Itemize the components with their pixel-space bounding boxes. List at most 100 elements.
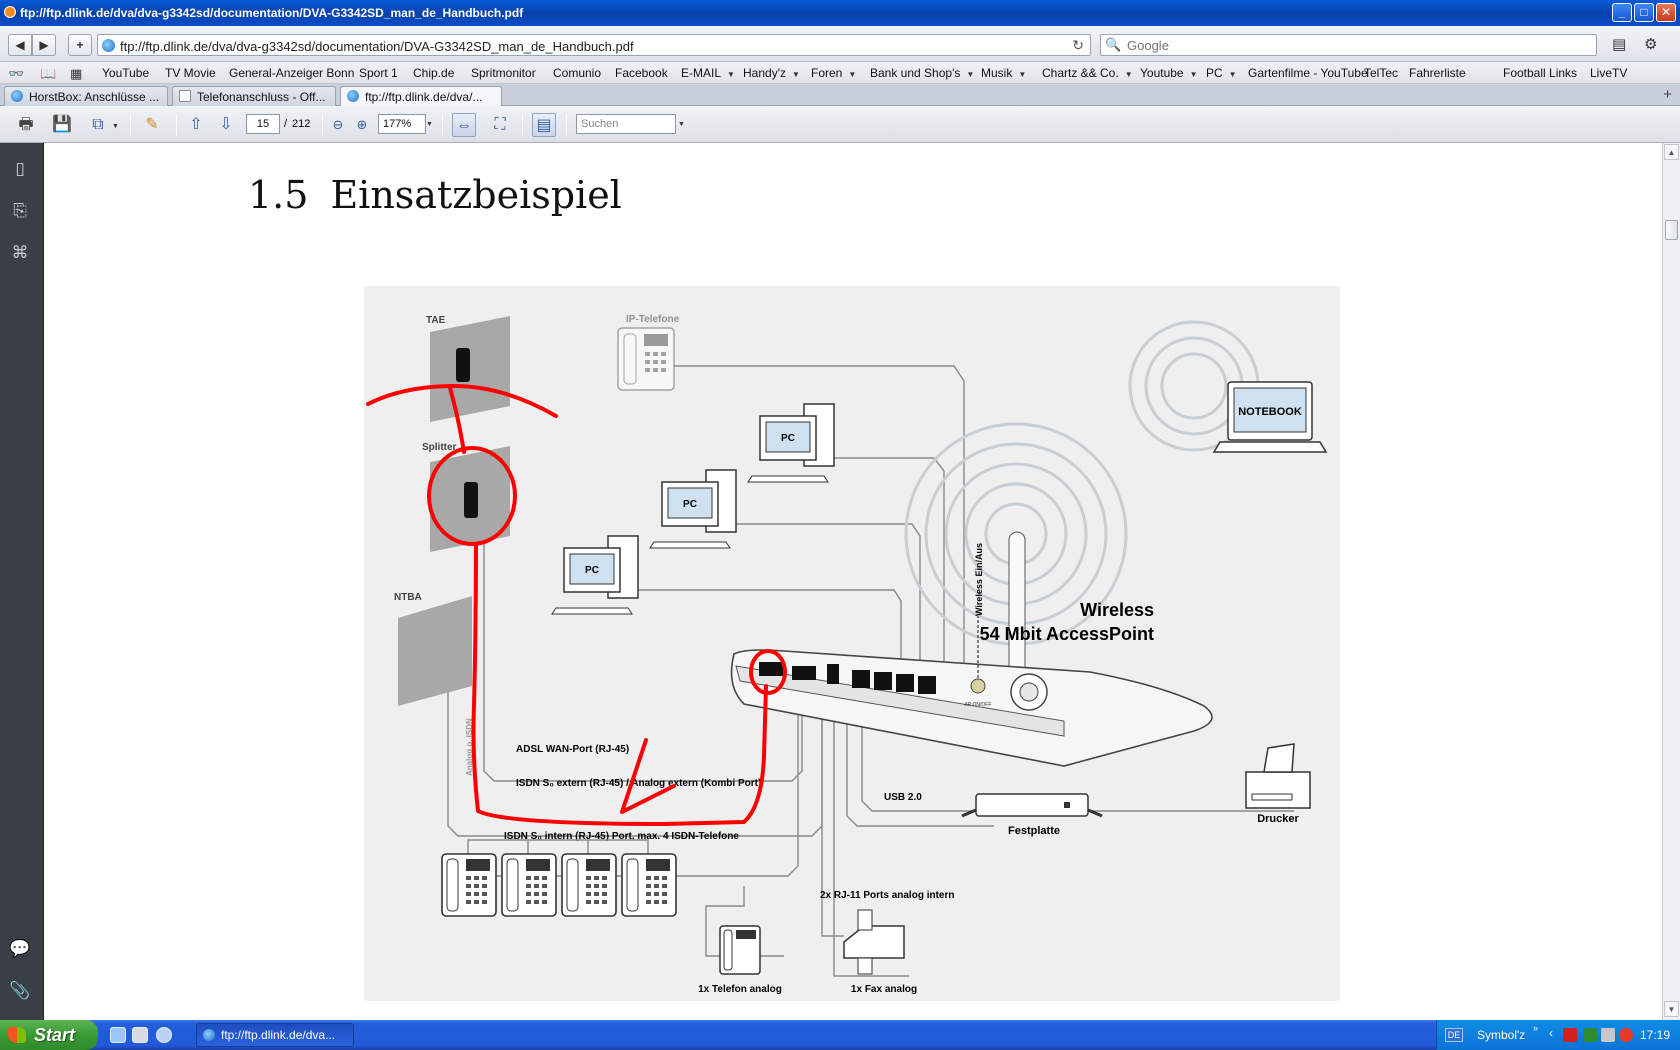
fit-width-icon[interactable]: ⇔ (452, 113, 476, 137)
bookmark-e-mail[interactable]: E-MAIL▼ (681, 65, 735, 81)
bookmark-chartz-co[interactable]: Chartz && Co.▼ (1042, 65, 1133, 81)
pages-icon[interactable]: ▯ (15, 159, 25, 178)
zoom-select[interactable]: 177% (378, 114, 426, 134)
bookmarks-icon[interactable]: ⎘ (13, 201, 27, 220)
search-bar[interactable]: 🔍 (1100, 34, 1597, 56)
page-menu-icon[interactable]: ▤ (1612, 36, 1627, 53)
bookmark-livetv[interactable]: LiveTV (1590, 65, 1627, 81)
print-icon[interactable]: 🖶 (18, 116, 34, 133)
toolbar-label[interactable]: Symbol'z (1477, 1028, 1526, 1042)
binoculars-icon[interactable]: ⌘ (11, 243, 29, 262)
bookmark-facebook[interactable]: Facebook (615, 65, 668, 81)
quicklaunch-media-icon[interactable] (156, 1027, 172, 1043)
bookmark-teltec[interactable]: TelTec (1364, 65, 1398, 81)
url-text: ftp://ftp.dlink.de/dva/dva-g3342sd/docum… (120, 39, 634, 54)
security-icon[interactable] (1601, 1028, 1615, 1042)
share-icon[interactable]: ⧉ (92, 116, 104, 133)
pdf-search-input[interactable]: Suchen (576, 114, 676, 134)
network-icon[interactable] (1583, 1028, 1597, 1042)
book-icon[interactable]: 📖 (40, 66, 57, 81)
attachment-icon[interactable]: 📎 (9, 981, 31, 1000)
scroll-thumb[interactable] (1665, 220, 1678, 240)
quicklaunch-desktop-icon[interactable] (132, 1027, 148, 1043)
next-page-icon[interactable]: ⇩ (219, 116, 233, 133)
window-title: ftp://ftp.dlink.de/dva/dva-g3342sd/docum… (20, 6, 524, 20)
bookmark-tv-movie[interactable]: TV Movie (165, 65, 216, 81)
annotation-circle-splitter (427, 446, 517, 546)
save-icon[interactable]: 💾 (52, 116, 72, 133)
zoom-in-icon[interactable]: ⊕ (356, 117, 368, 132)
bookmark-label: Sport 1 (359, 66, 398, 80)
close-button[interactable]: ✕ (1656, 3, 1676, 22)
bookmark-youtube[interactable]: Youtube▼ (1140, 65, 1198, 81)
bookmark-general-anzeiger-bonn[interactable]: General-Anzeiger Bonn (229, 65, 354, 81)
reload-icon[interactable]: ↻ (1072, 37, 1084, 53)
bookmark-comunio[interactable]: Comunio (553, 65, 601, 81)
bookmark-youtube[interactable]: YouTube (102, 65, 149, 81)
site-identity-icon[interactable] (102, 39, 115, 52)
comment-tools-icon[interactable]: ✎ (145, 116, 159, 133)
bookmark-chip-de[interactable]: Chip.de (413, 65, 454, 81)
globe-icon (203, 1029, 215, 1041)
bookmark-label: Spritmonitor (471, 66, 536, 80)
tab-pdf[interactable]: ftp://ftp.dlink.de/dva/... (340, 86, 502, 107)
bookmark-label: Youtube (1140, 66, 1184, 80)
zoom-out-icon[interactable]: ⊖ (332, 117, 344, 132)
chevron-down-icon: ▼ (1124, 70, 1133, 79)
quicklaunch-ie-icon[interactable] (110, 1027, 126, 1043)
search-dropdown-icon[interactable]: ▼ (678, 121, 685, 128)
chevron-down-icon: ▼ (1228, 70, 1237, 79)
label-notebook: NOTEBOOK (1238, 406, 1302, 418)
bookmark-gartenfilme-youtube[interactable]: Gartenfilme - YouTube (1248, 65, 1368, 81)
bookmark-pc[interactable]: PC▼ (1206, 65, 1237, 81)
gear-icon[interactable]: ⚙ (1644, 36, 1658, 53)
bookmark-musik[interactable]: Musik▼ (981, 65, 1026, 81)
bookmark-label: YouTube (102, 66, 150, 80)
bookmark-fahrerliste[interactable]: Fahrerliste (1409, 65, 1466, 81)
zoom-dropdown-icon[interactable]: ▼ (426, 121, 433, 128)
window-titlebar: ftp://ftp.dlink.de/dva/dva-g3342sd/docum… (0, 0, 1680, 26)
expand-tray-icon[interactable]: ‹ (1549, 1026, 1553, 1040)
antivirus-icon[interactable] (1619, 1028, 1633, 1042)
apps-grid-icon[interactable]: ▦ (70, 66, 83, 81)
bookmark-bank-und-shop-s[interactable]: Bank und Shop's▼ (870, 65, 974, 81)
chevron-icon[interactable]: » (1533, 1023, 1539, 1033)
new-tab-button[interactable]: + (68, 34, 92, 56)
tab-label: Telefonanschluss - Off... (197, 90, 326, 104)
previous-page-icon[interactable]: ⇧ (189, 116, 203, 133)
maximize-button[interactable]: □ (1634, 3, 1654, 22)
taskbar-item-firefox[interactable]: ftp://ftp.dlink.de/dva... (196, 1023, 354, 1047)
vertical-scrollbar[interactable]: ▲ ▼ (1662, 143, 1680, 1020)
annotation-arrowhead-top (366, 384, 558, 418)
ati-icon[interactable] (1563, 1028, 1577, 1042)
scroll-down-icon[interactable]: ▼ (1664, 1001, 1679, 1017)
bookmark-label: LiveTV (1590, 66, 1628, 80)
label-ap-switch: AP ON/OFF (965, 702, 992, 708)
isdn-phone-1 (441, 846, 497, 917)
language-indicator[interactable]: DE (1445, 1028, 1463, 1042)
tab-telefonanschluss[interactable]: Telefonanschluss - Off... (172, 86, 336, 106)
bookmark-football-links[interactable]: Football Links (1503, 65, 1577, 81)
share-dropdown-icon[interactable]: ▼ (112, 123, 119, 130)
bookmark-spritmonitor[interactable]: Spritmonitor (471, 65, 536, 81)
scroll-up-icon[interactable]: ▲ (1664, 144, 1679, 160)
forward-button[interactable]: ▶ (32, 34, 56, 56)
fit-page-icon[interactable]: ⛶ (494, 116, 506, 133)
firefox-icon (4, 6, 16, 18)
bookmark-handy-z[interactable]: Handy'z▼ (743, 65, 800, 81)
add-tab-icon[interactable]: + (1663, 86, 1672, 103)
start-button[interactable]: Start (0, 1020, 98, 1050)
search-input[interactable] (1127, 37, 1587, 53)
glasses-icon[interactable]: 👓 (8, 66, 25, 81)
minimize-button[interactable]: _ (1612, 3, 1632, 22)
scroll-mode-icon[interactable]: ▤ (532, 113, 556, 137)
url-bar[interactable]: ftp://ftp.dlink.de/dva/dva-g3342sd/docum… (97, 34, 1091, 56)
search-icon[interactable]: 🔍 (1105, 37, 1122, 52)
comments-icon[interactable]: 💬 (9, 939, 31, 958)
bookmark-foren[interactable]: Foren▼ (811, 65, 856, 81)
bookmark-sport-1[interactable]: Sport 1 (359, 65, 398, 81)
page-number-input[interactable]: 15 (246, 114, 280, 134)
back-button[interactable]: ◀ (8, 34, 32, 56)
tab-horstbox[interactable]: HorstBox: Anschlüsse ... (4, 86, 168, 106)
